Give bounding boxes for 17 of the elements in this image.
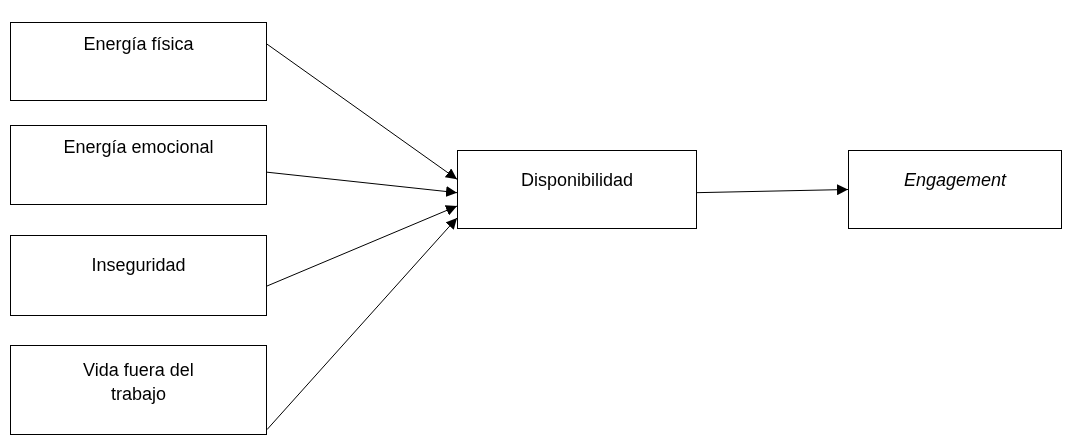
box-label: Vida fuera del trabajo (82, 359, 195, 406)
process-box (10, 22, 267, 101)
process-box (457, 150, 697, 229)
box-label: Inseguridad (91, 254, 186, 277)
box-label: Engagement (903, 169, 1007, 192)
arrow (266, 205, 458, 287)
arrow (266, 171, 458, 197)
box-label: Energía emocional (63, 136, 214, 159)
process-box (10, 345, 267, 435)
process-box (848, 150, 1062, 229)
arrow (696, 184, 849, 196)
box-label: Energía física (83, 33, 194, 56)
arrow (266, 43, 458, 180)
process-box (10, 235, 267, 316)
process-box (10, 125, 267, 205)
arrow (266, 217, 458, 431)
box-label: Disponibilidad (520, 169, 634, 192)
